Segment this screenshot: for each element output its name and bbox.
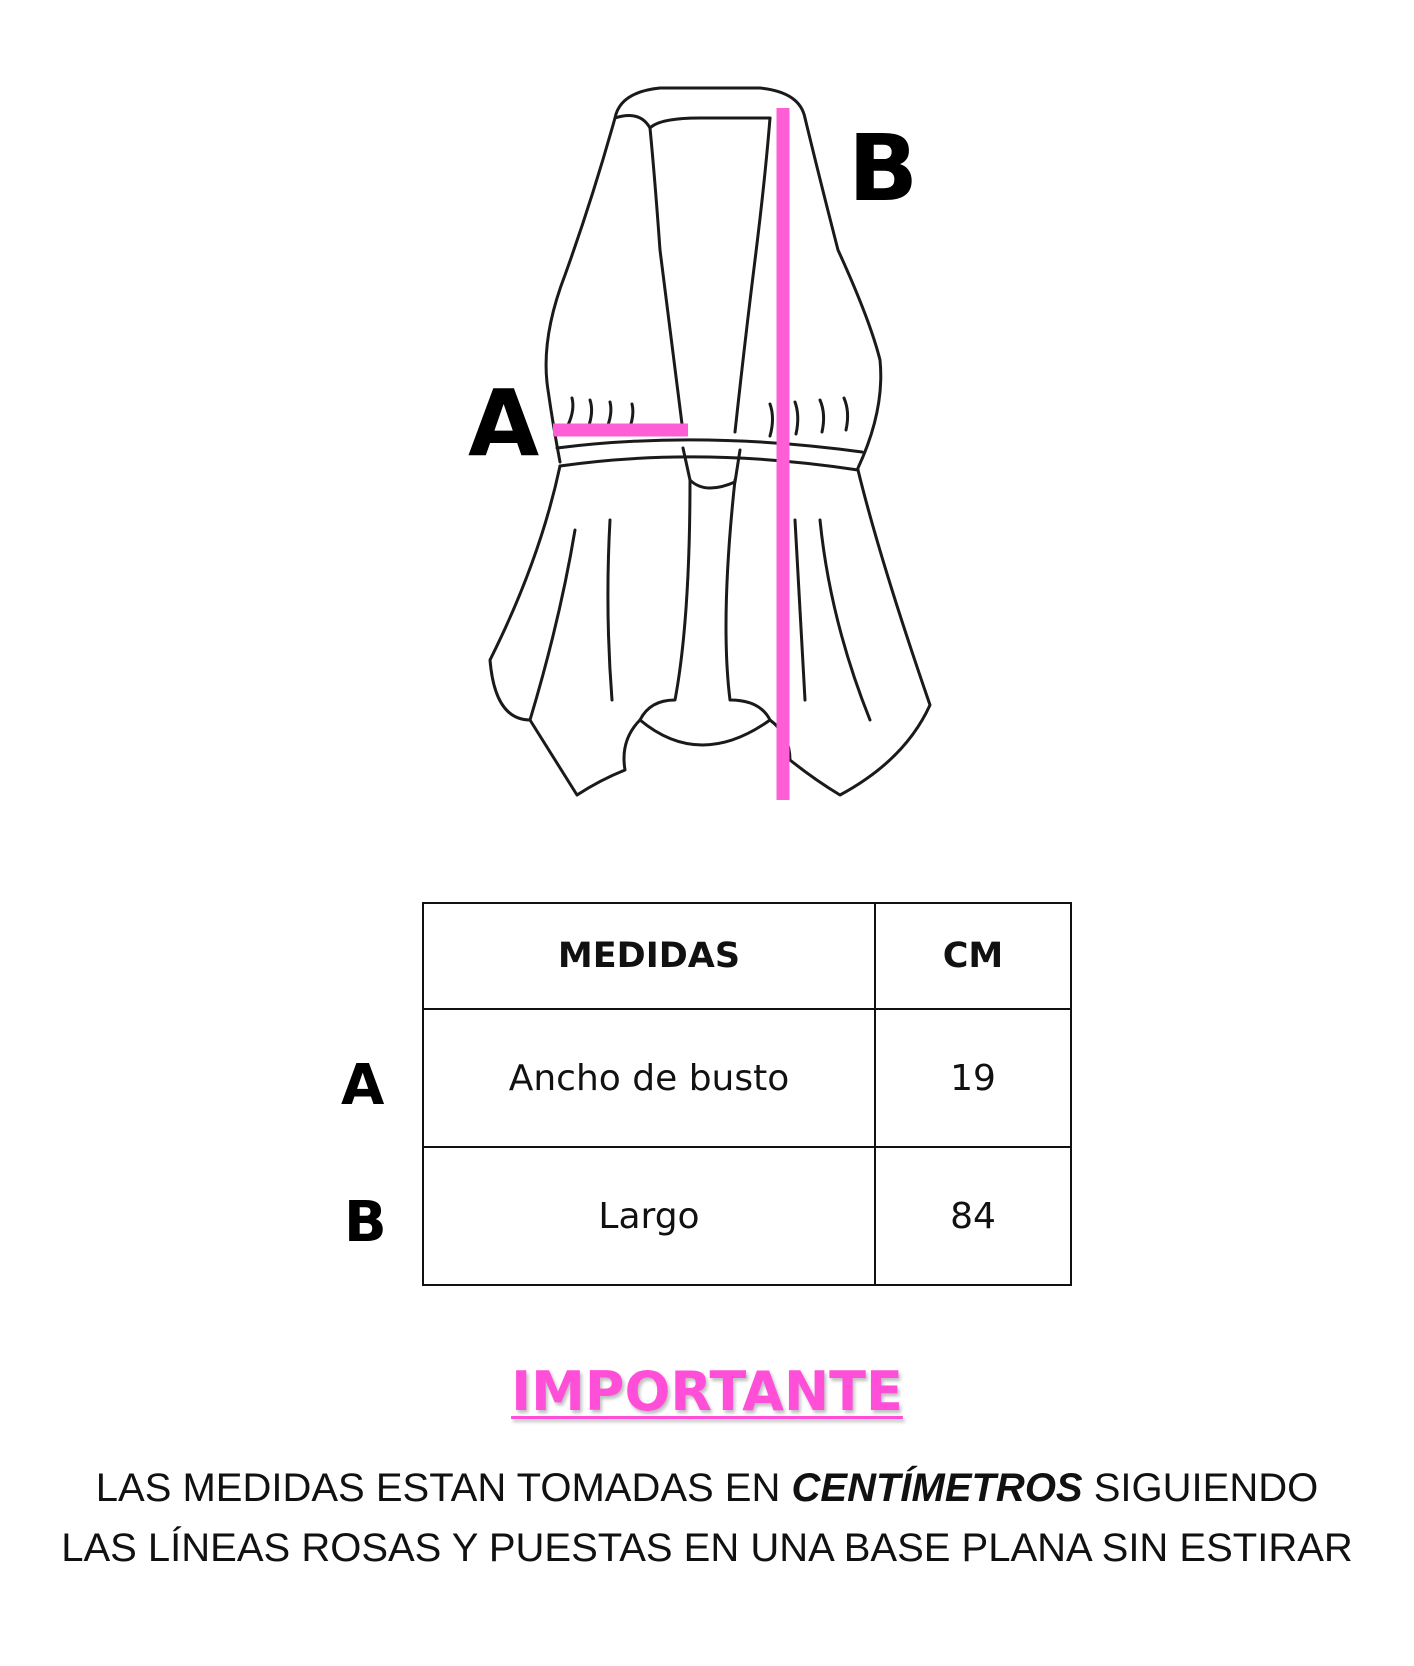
measurement-value: 19 (874, 1008, 1072, 1148)
row-marker-a: A (341, 1053, 385, 1118)
table-header-row: MEDIDAS CM (422, 902, 1072, 1010)
skirt-left-edge (488, 464, 642, 797)
neckline-right (733, 116, 772, 434)
header-medidas: MEDIDAS (422, 902, 876, 1010)
measurement-label: Largo (422, 1146, 876, 1286)
neckline-left (648, 126, 685, 434)
waistband-top (555, 438, 864, 454)
measurement-value: 84 (874, 1146, 1072, 1286)
lapel-left (613, 114, 652, 130)
diagram-marker-b: B (848, 115, 919, 222)
diagram-marker-a: A (468, 370, 540, 477)
note-line-1-start: LAS MEDIDAS ESTAN TOMADAS EN (95, 1466, 792, 1510)
header-cm: CM (874, 902, 1072, 1010)
garment-sketch (488, 86, 932, 800)
measurement-note: LAS MEDIDAS ESTAN TOMADAS EN CENTÍMETROS… (0, 1458, 1414, 1578)
skirt-right-edge (768, 468, 932, 797)
measurement-label: Ancho de busto (422, 1008, 876, 1148)
note-line-1-end: SIGUIENDO (1082, 1466, 1319, 1510)
neck-strap-inner (648, 116, 772, 130)
note-line-2: LAS LÍNEAS ROSAS Y PUESTAS EN UNA BASE P… (61, 1526, 1353, 1570)
skirt-hem-center (638, 718, 772, 747)
note-line-1: LAS MEDIDAS ESTAN TOMADAS EN CENTÍMETROS… (0, 1458, 1414, 1518)
table-row: Largo 84 (422, 1146, 1072, 1286)
note-emphasis: CENTÍMETROS (791, 1466, 1083, 1510)
bodice-left-edge (544, 116, 617, 464)
bodice-right-edge (803, 116, 883, 470)
table-row: Ancho de busto 19 (422, 1008, 1072, 1148)
waistband-bottom (558, 455, 860, 472)
measurements-table: MEDIDAS CM Ancho de busto 19 Largo 84 (422, 902, 1072, 1286)
neck-strap-outer (613, 86, 807, 120)
important-heading: IMPORTANTE (511, 1360, 903, 1423)
row-marker-b: B (344, 1190, 387, 1255)
